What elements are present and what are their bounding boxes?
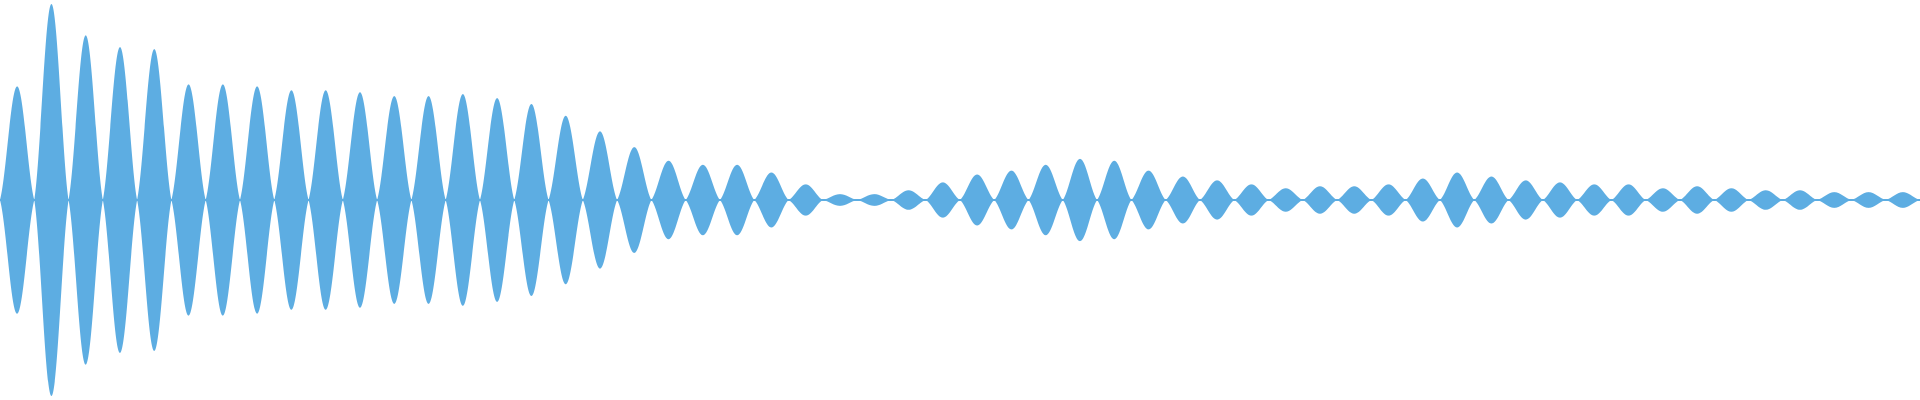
- waveform-group: [0, 4, 1920, 396]
